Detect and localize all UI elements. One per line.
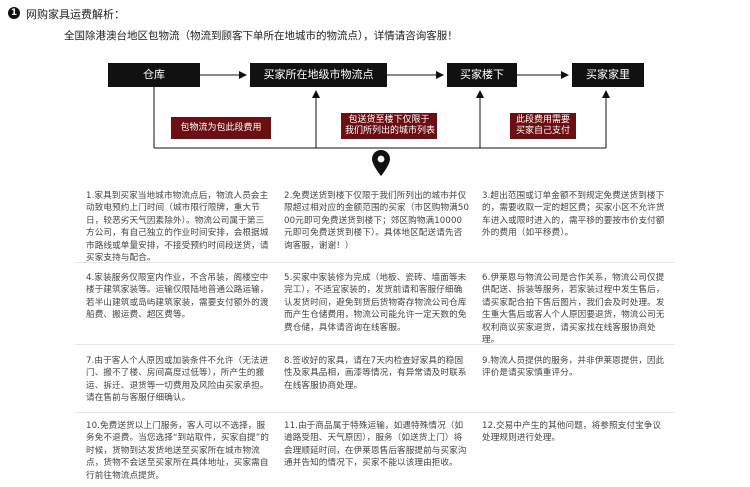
note-6: 6.伊莱恩与物流公司是合作关系，物流公司仅提供配送、拆装等服务，若家装过程中发生… [482, 273, 665, 346]
section-number-badge: 1 [8, 7, 20, 19]
note-2: 2.免费送货到楼下仅限于我们所列出的城市并仅限超过相对应的金额范围的买家（市区购… [284, 191, 470, 251]
location-pin-icon [372, 150, 390, 176]
node-buyer-home: 买家家里 [572, 63, 644, 87]
note-9: 9.物流人员提供的服务，并非伊莱恩提供，因此评价是请买家慎重评分。 [482, 356, 665, 379]
note-1: 1.家具到买家当地城市物流点后，物流人员会主动致电预约上门时间（城市限行限牌，重… [86, 191, 269, 264]
note-3: 3.超出范围或订单金额不到规定免费送货到楼下的，需要收取一定的超区费；买家小区不… [482, 191, 665, 239]
note-8: 8.签收好的家具，请在7天内检查好家具的稳固性及家具品相，画漆等情况，有异常请及… [284, 356, 467, 391]
node-buyer-downstairs: 买家楼下 [447, 63, 517, 87]
shipping-flow-diagram: 仓库 买家所在地级市物流点 买家楼下 买家家里 包物流为包此段费用 包送货至楼下… [0, 0, 750, 200]
row-divider [75, 262, 675, 263]
reason-buyer-pays: 此段费用需要 买家自己支付 [510, 113, 576, 139]
section-subtitle: 全国除港澳台地区包物流（物流到顾客下单所在地城市的物流点），详情请咨询客服！ [64, 30, 458, 42]
flow-connectors [153, 71, 610, 149]
note-5: 5.买家中家装修为完成（地板、瓷砖、墙面等未完工），不适宜家装的，发货前请和客服… [284, 273, 467, 333]
node-city-logistics-point: 买家所在地级市物流点 [250, 63, 387, 87]
reason-logistics-covered: 包物流为包此段费用 [171, 117, 271, 139]
note-4: 4.家装服务仅限室内作业，不含吊装，阁楼空中楼于建筑家装等。运输仅限陆地普通公路… [86, 273, 269, 321]
row-divider [75, 412, 675, 413]
node-warehouse: 仓库 [108, 63, 200, 87]
section-title: 网购家具运费解析： [26, 8, 125, 21]
note-7: 7.由于客人个人原因或加装条件不允许（无法进门、搬不了楼、房间高度过低等），所产… [86, 356, 269, 404]
row-divider [75, 344, 675, 345]
note-11: 11.由于商品属于特殊运输，如遇特殊情况（如道路受阻、天气原因），服务（如送货上… [284, 421, 467, 469]
note-10: 10.免费送货以上门服务，客人可以不选择，服务免不退费。当您选择“到站取件，买家… [86, 421, 269, 481]
reason-free-downstairs-cities: 包送货至楼下仅限于 我们所列出的城市列表 [341, 113, 437, 139]
note-12: 12.交易中产生的其他问题，将参照支付宝争议处理规则进行处理。 [482, 421, 662, 444]
